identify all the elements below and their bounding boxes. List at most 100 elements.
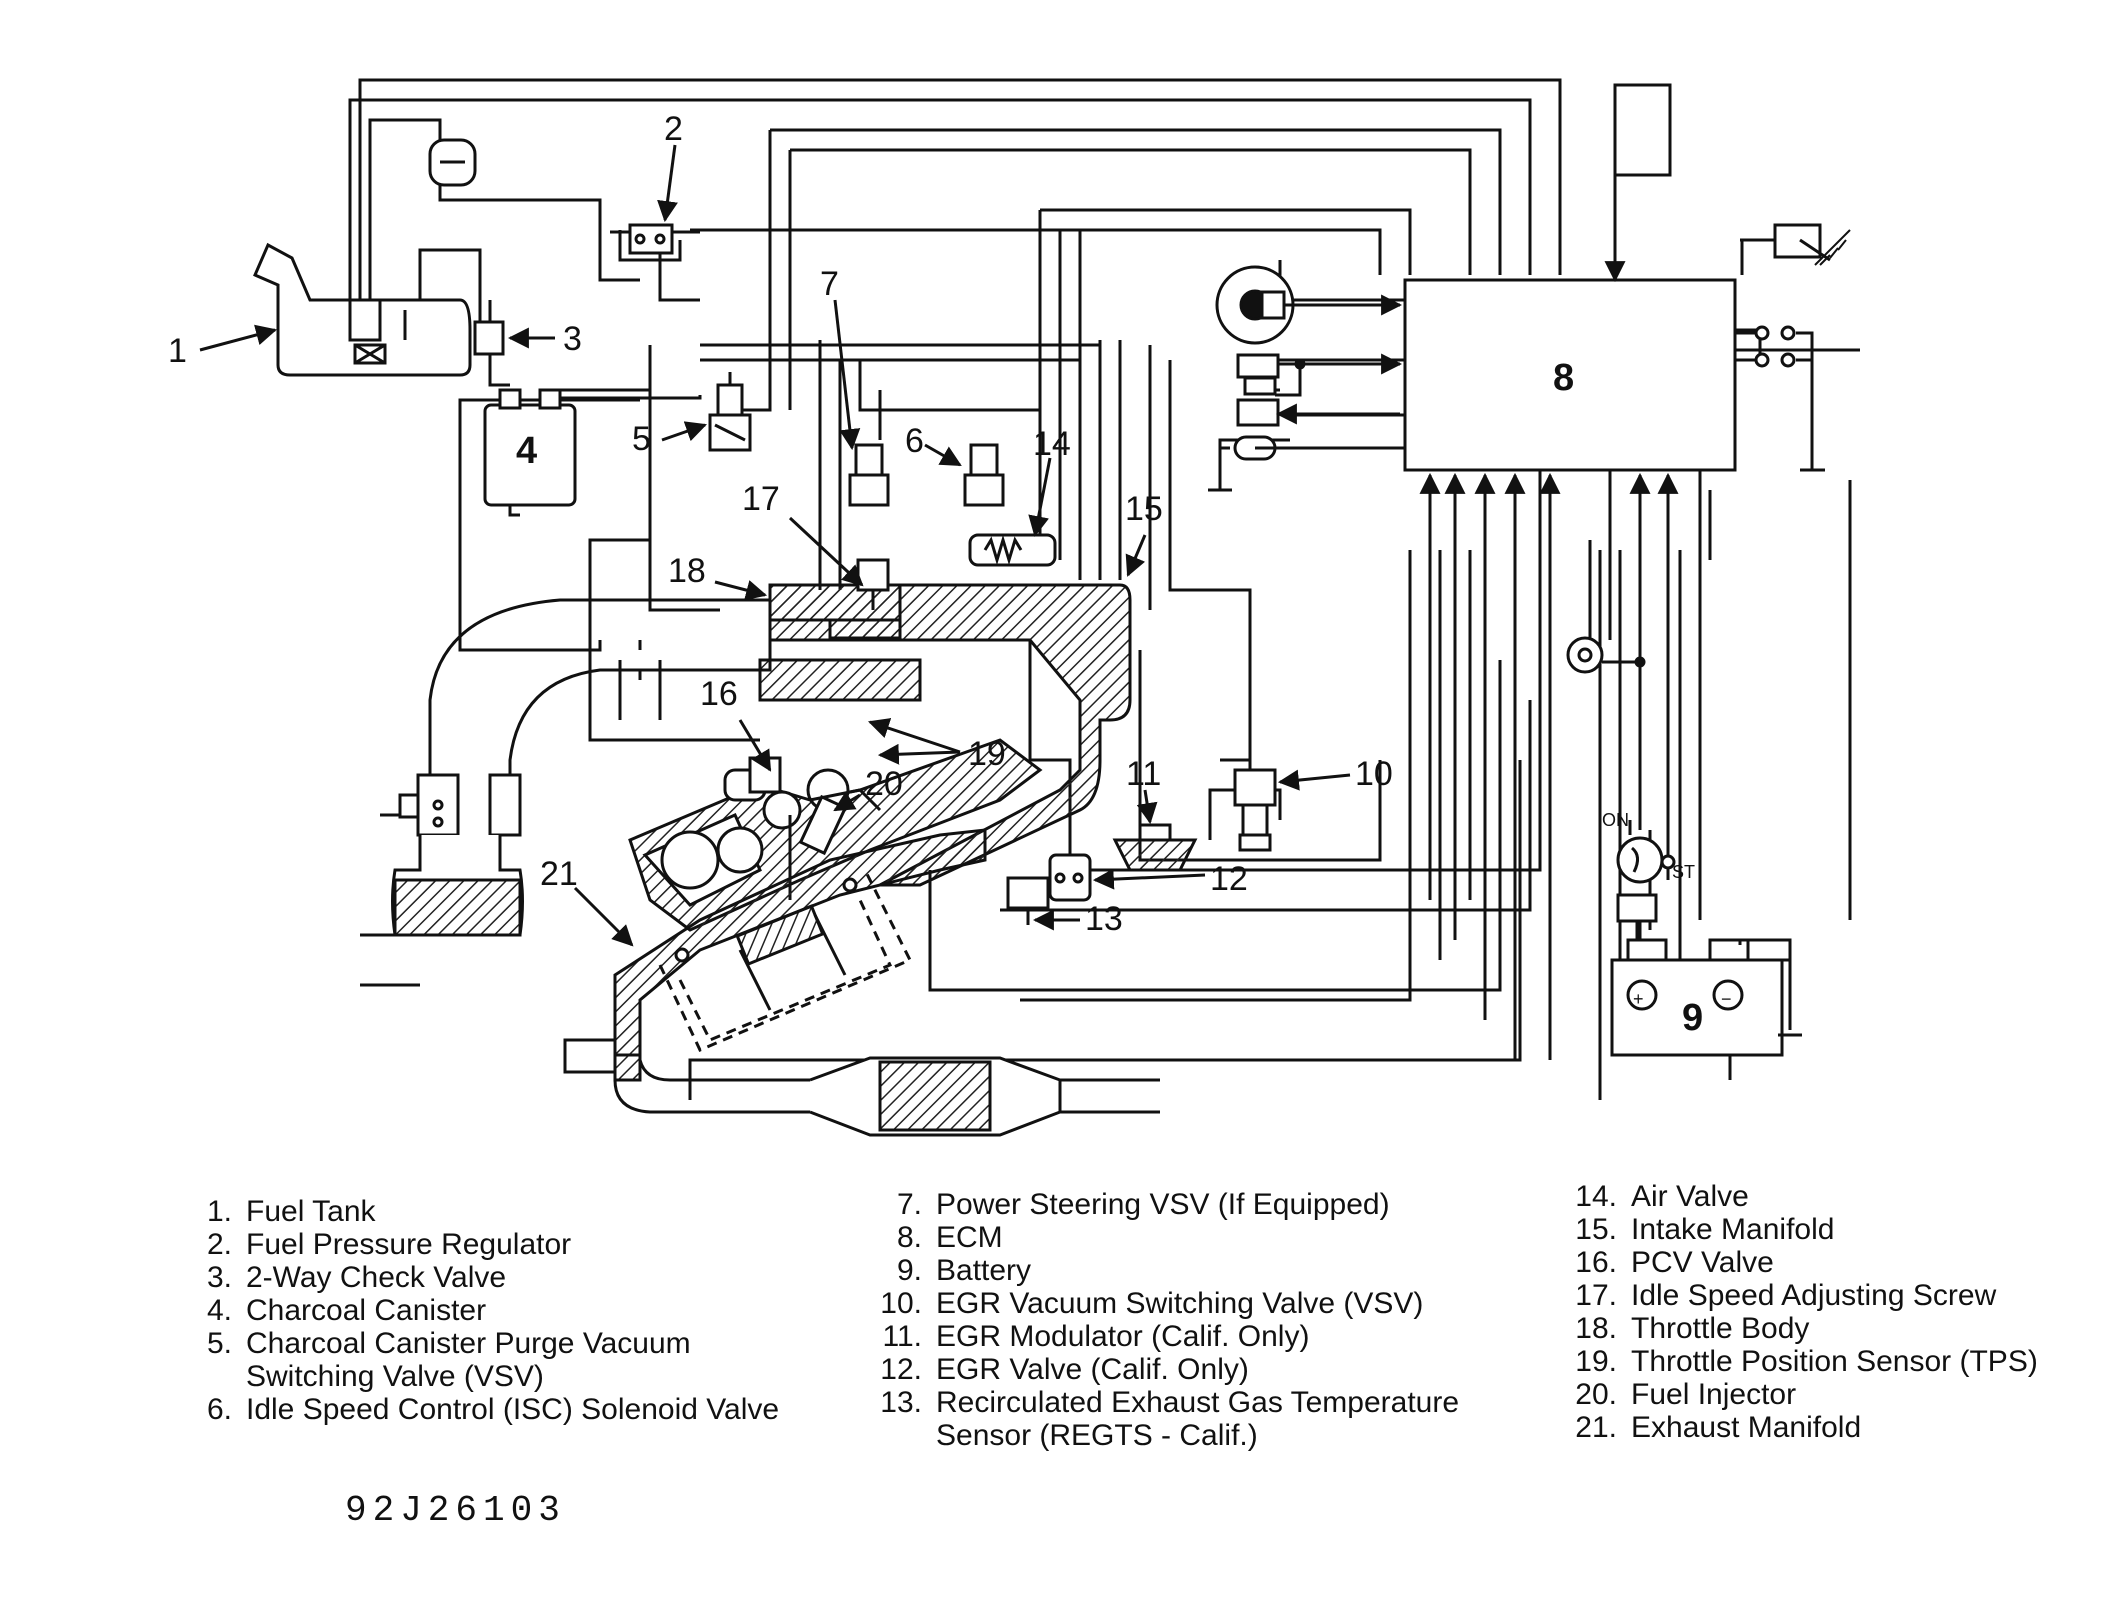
callout-numbers: 1 2 3 4 5 6 7 8 9 10 11 12 13 14 15 16 1…	[168, 110, 1703, 1039]
sensor-box-top	[1613, 83, 1672, 177]
ecm-input-wires	[1419, 470, 1702, 1060]
air-flow-sensor	[1236, 353, 1403, 427]
legend-item-number: 20.	[1575, 1378, 1617, 1411]
callout-4: 4	[516, 430, 537, 472]
power-steering-vsv	[848, 443, 890, 507]
two-way-check-valve	[473, 300, 510, 387]
legend-item-number: 17.	[1575, 1279, 1617, 1312]
legend-item-number: 6.	[206, 1393, 232, 1426]
callout-20: 20	[865, 765, 903, 803]
callout-19: 19	[968, 735, 1006, 773]
legend-item-number: 21.	[1575, 1411, 1617, 1444]
callout-6: 6	[905, 422, 924, 460]
legend-item-text: Idle Speed Adjusting Screw	[1631, 1279, 1997, 1312]
callout-16: 16	[700, 675, 738, 713]
legend-item-text: Fuel Pressure Regulator	[246, 1228, 572, 1261]
legend-item: 18. Throttle Body	[1555, 1312, 2038, 1345]
callout-9: 9	[1682, 997, 1703, 1039]
figure-code: 92J26103	[345, 1490, 566, 1531]
isc-solenoid-valve	[963, 443, 1005, 507]
legend-item-number: 9.	[896, 1254, 922, 1287]
legend-item-number: 15.	[1575, 1213, 1617, 1246]
legend-item-number: 1.	[206, 1195, 232, 1228]
legend-item: 5. Charcoal Canister Purge Vacuum	[170, 1327, 779, 1360]
callout-11: 11	[1126, 755, 1161, 793]
legend-item-text: ECM	[936, 1221, 1003, 1254]
legend-item-number: 10.	[880, 1287, 922, 1320]
callout-leaders	[199, 144, 1351, 947]
callout-2: 2	[664, 110, 683, 148]
callout-17: 17	[742, 480, 780, 518]
ground-symbol	[1814, 229, 1851, 266]
legend-item: 11.EGR Modulator (Calif. Only)	[860, 1320, 1459, 1353]
legend-item-text: Idle Speed Control (ISC) Solenoid Valve	[246, 1393, 780, 1426]
legend-item-text: Switching Valve (VSV)	[246, 1360, 544, 1393]
fuel-tank	[253, 242, 472, 377]
legend-item-number: 5.	[206, 1327, 232, 1360]
legend-item-text: Sensor (REGTS - Calif.)	[936, 1419, 1258, 1452]
catalytic-converter	[809, 1056, 1062, 1137]
legend-item-text: Power Steering VSV (If Equipped)	[936, 1188, 1390, 1221]
callout-1: 1	[168, 332, 187, 370]
egr-modulator	[1112, 823, 1198, 872]
legend-item-text: Battery	[936, 1254, 1032, 1287]
air-valve	[968, 533, 1057, 567]
legend-item-number: 19.	[1575, 1345, 1617, 1378]
legend-item: 1. Fuel Tank	[170, 1195, 779, 1228]
legend-item-number: 18.	[1575, 1312, 1617, 1345]
legend-item: 3. 2-Way Check Valve	[170, 1261, 779, 1294]
legend-item-number: 3.	[206, 1261, 232, 1294]
legend-item-number: 4.	[206, 1294, 232, 1327]
egr-valve	[1048, 853, 1092, 902]
legend-item: 7. Power Steering VSV (If Equipped)	[860, 1188, 1459, 1221]
legend-item: 6. Idle Speed Control (ISC) Solenoid Valv…	[170, 1393, 779, 1426]
exhaust-manifold	[613, 828, 987, 1082]
fuel-pressure-regulator	[610, 223, 700, 255]
intake-manifold	[758, 583, 1132, 887]
cylinder-block	[658, 869, 913, 1052]
purge-vsv	[708, 372, 752, 452]
legend-item: 17. Idle Speed Adjusting Screw	[1555, 1279, 2038, 1312]
legend-item: 9. Battery	[860, 1254, 1459, 1287]
battery-negative-label: −	[1721, 989, 1732, 1009]
legend-item: 8.ECM	[860, 1221, 1459, 1254]
callout-5: 5	[632, 420, 651, 458]
legend-item-number: 7.	[896, 1188, 922, 1221]
coolant-temperature-sensor	[1566, 636, 1646, 674]
legend-item-text: 2-Way Check Valve	[246, 1261, 507, 1294]
callout-21: 21	[540, 855, 578, 893]
legend-item-text: Fuel Tank	[246, 1195, 376, 1228]
oxygen-sensor	[563, 1038, 640, 1074]
legend-item-text: Charcoal Canister Purge Vacuum	[246, 1327, 691, 1360]
legend-item-text: Throttle Body	[1631, 1312, 1810, 1345]
legend-item-text: EGR Vacuum Switching Valve (VSV)	[936, 1287, 1424, 1320]
legend-item-text: Fuel Injector	[1631, 1378, 1797, 1411]
air-intake-duct	[428, 598, 770, 775]
legend-item-number	[860, 1419, 936, 1452]
legend-item-text: Recirculated Exhaust Gas Temperature	[936, 1386, 1460, 1419]
exhaust-pipe	[613, 1059, 1160, 1114]
callout-10: 10	[1355, 755, 1393, 793]
callout-15: 15	[1125, 490, 1163, 528]
legend-item: 2. Fuel Pressure Regulator	[170, 1228, 779, 1261]
ignition-on-label: ON	[1602, 810, 1629, 830]
egr-vsv	[1233, 768, 1277, 852]
legend-item-number	[170, 1360, 246, 1393]
legend-item: 16.PCV Valve	[1555, 1246, 2038, 1279]
legend-item: 19.Throttle Position Sensor (TPS)	[1555, 1345, 2038, 1378]
legend-item: 4.Charcoal Canister	[170, 1294, 779, 1327]
air-flow-meter	[380, 773, 522, 837]
ecm-box	[1403, 278, 1737, 472]
charcoal-canister	[483, 388, 702, 517]
legend-column-1: 1. Fuel Tank 2. Fuel Pressure Regulator 3. 2-…	[170, 1195, 779, 1426]
legend-item-text: Air Valve	[1631, 1180, 1749, 1213]
battery	[1610, 938, 1802, 1057]
legend-item: 13.Recirculated Exhaust Gas Temperature	[860, 1386, 1459, 1419]
legend-item: Sensor (REGTS - Calif.)	[860, 1419, 1459, 1452]
legend-item-number: 12.	[880, 1353, 922, 1386]
oxygen-sensor-symbol	[1208, 435, 1405, 492]
engine-cylinder-head	[628, 738, 1043, 932]
legend-item-number: 2.	[206, 1228, 232, 1261]
legend-item-number: 14.	[1575, 1180, 1617, 1213]
